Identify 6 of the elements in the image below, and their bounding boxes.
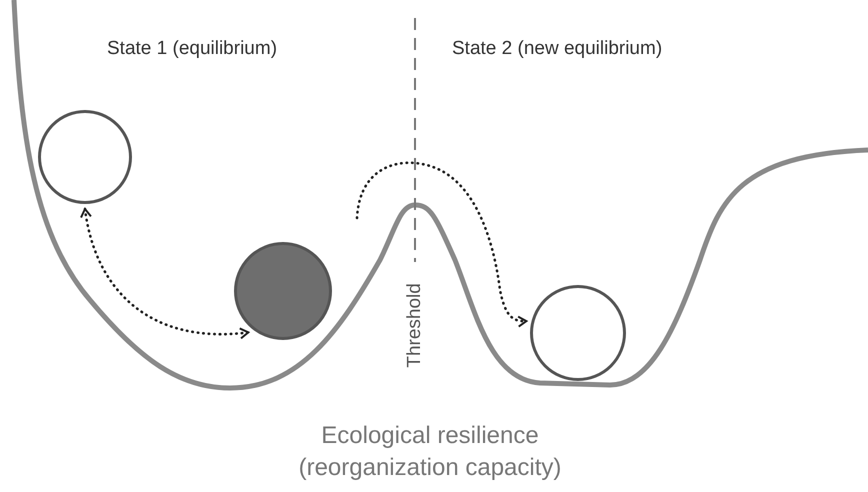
dotted-arrow	[80, 208, 250, 339]
state-label: State 1 (equilibrium)	[107, 38, 278, 61]
state-label: State 2 (new equilibrium)	[452, 38, 662, 61]
threshold-label: Threshold	[403, 282, 426, 368]
caption: Ecological resilience (reorganization capacity)	[298, 421, 562, 484]
dotted-arrow	[356, 162, 528, 328]
